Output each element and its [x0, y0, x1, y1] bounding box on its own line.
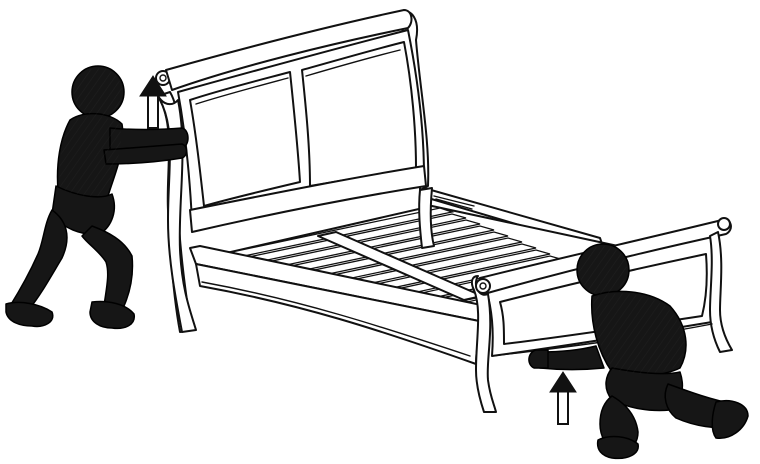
- person-icon: [6, 66, 188, 328]
- left-person: [6, 66, 188, 328]
- footboard-lift-arrow: [550, 372, 576, 424]
- footboard-right-post: [710, 232, 732, 352]
- footboard-right-knob: [718, 218, 730, 230]
- up-arrow-icon: [550, 372, 576, 424]
- footboard-left-knob: [476, 279, 490, 293]
